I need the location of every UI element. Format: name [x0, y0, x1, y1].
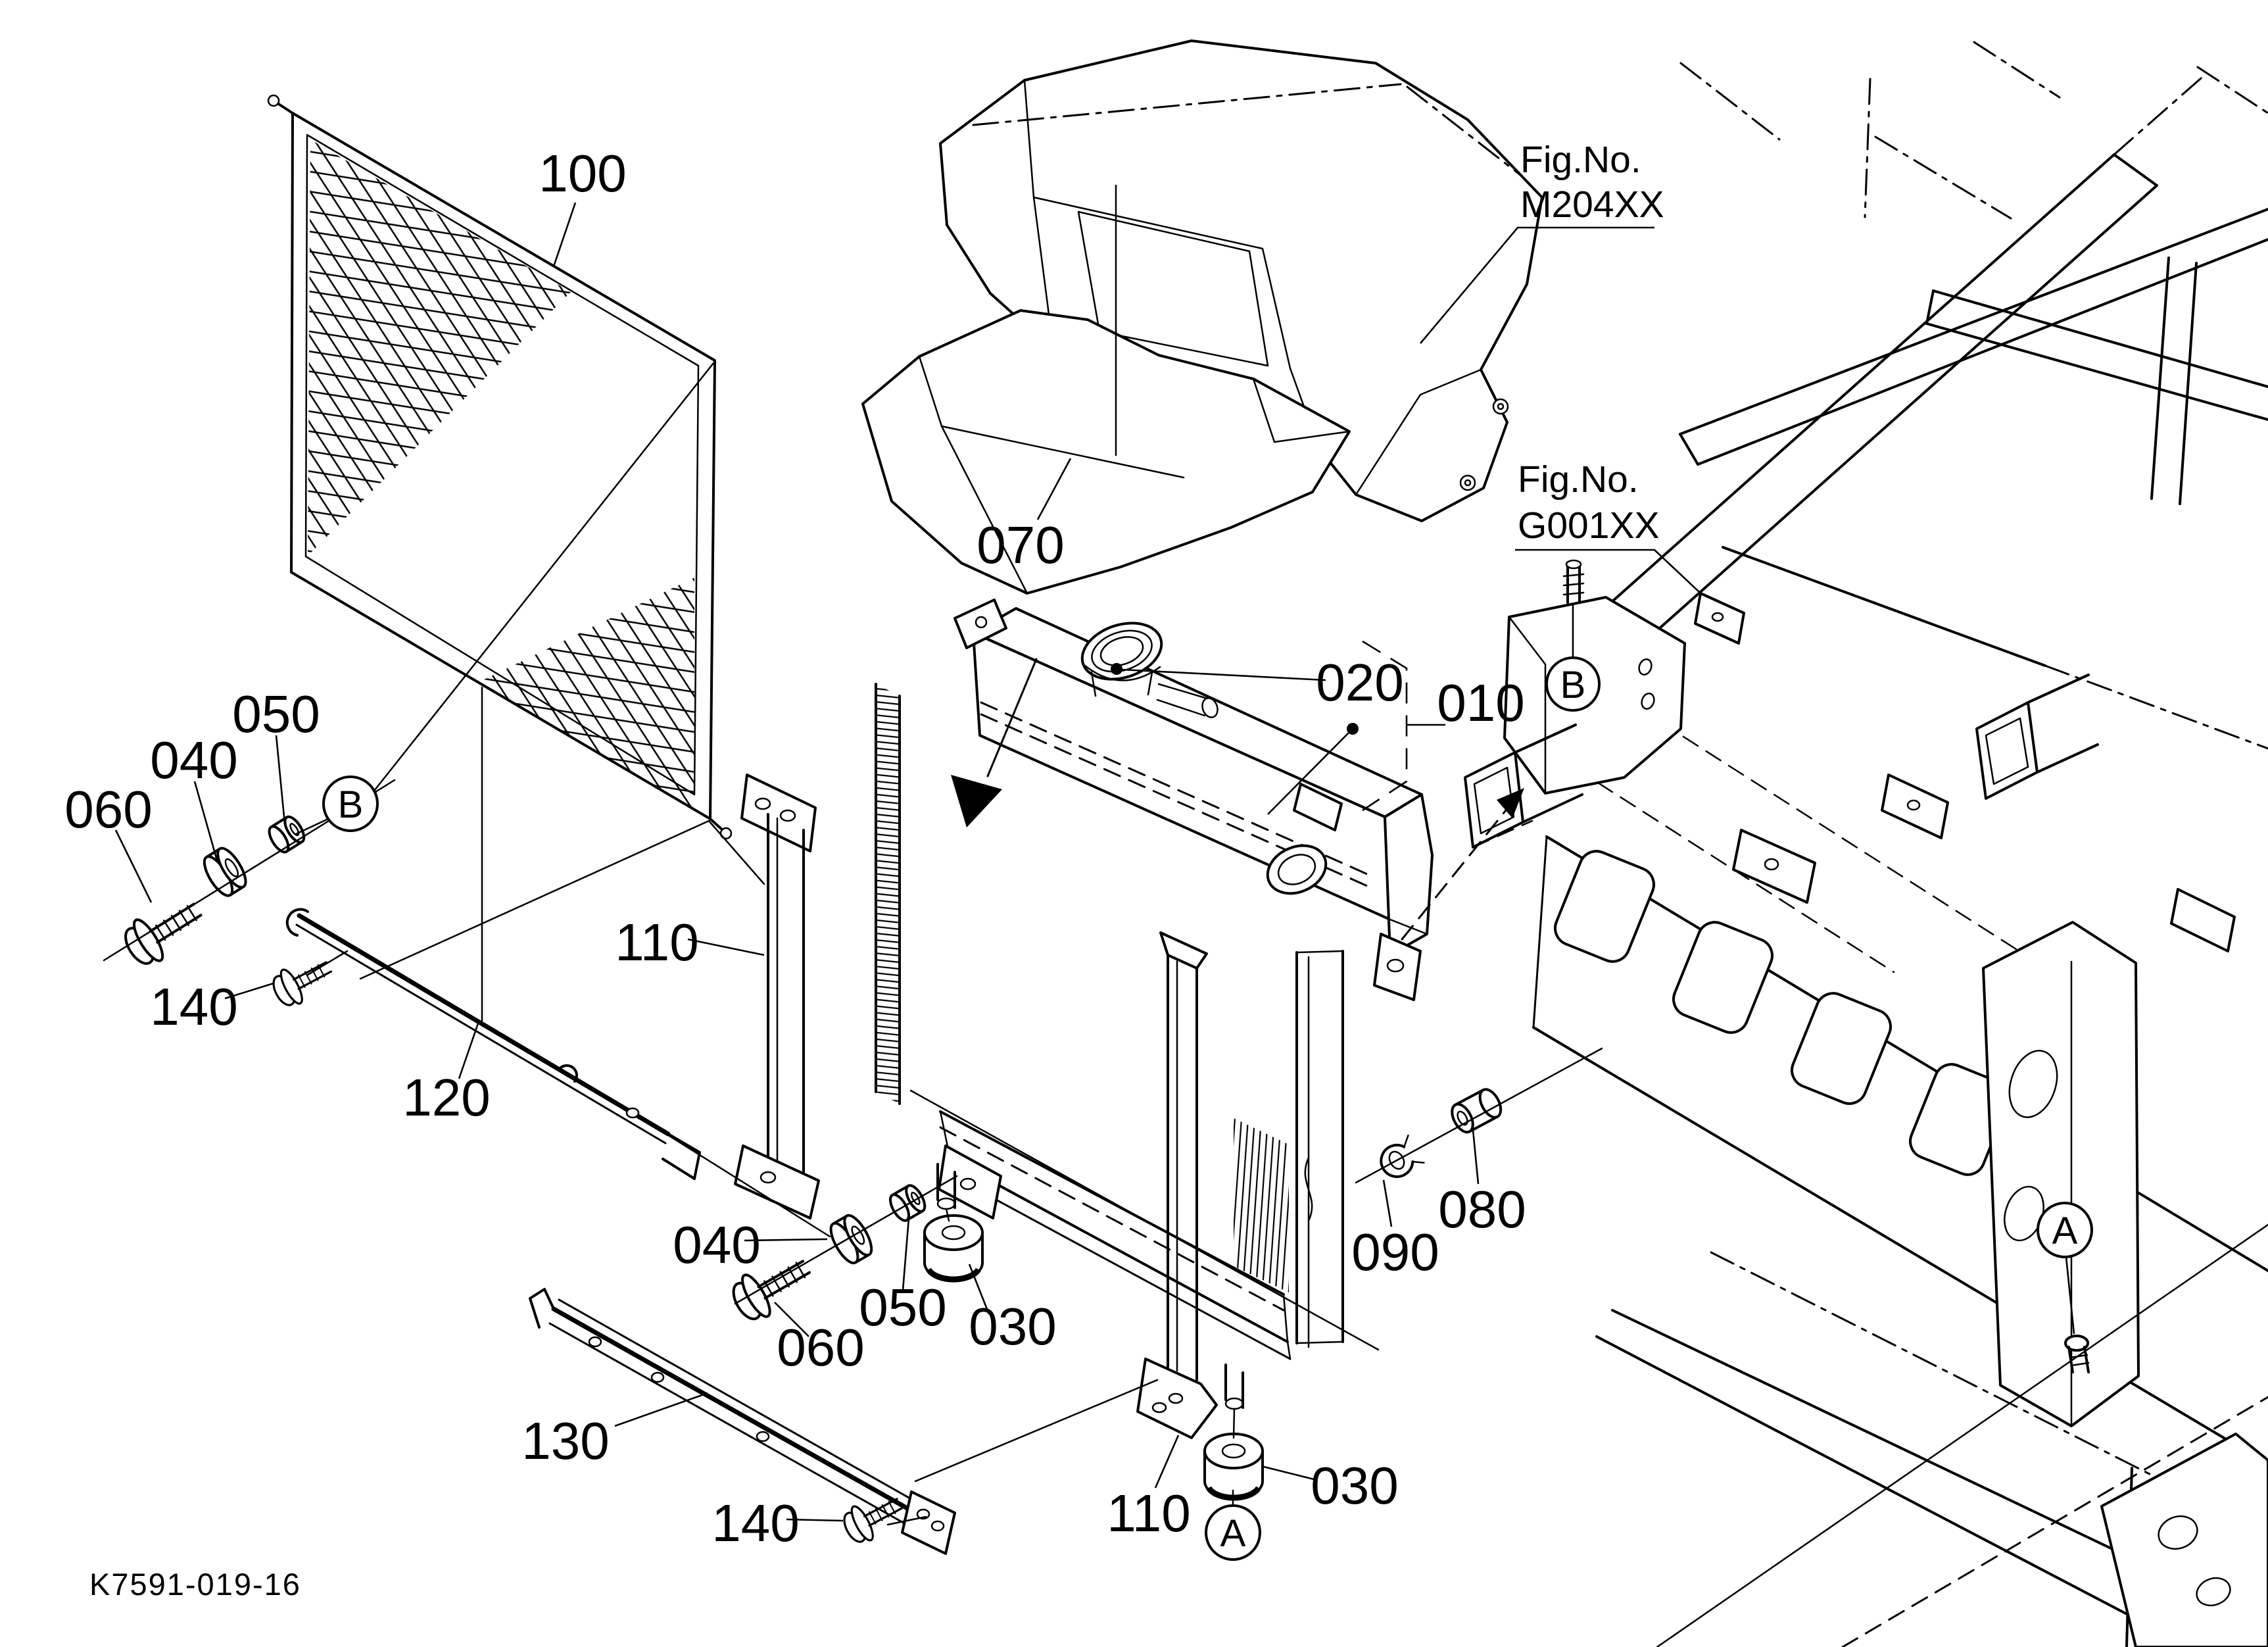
part-label-030-rear: 030	[1311, 1456, 1398, 1515]
fig-ref-line1: Fig.No.	[1518, 458, 1639, 501]
cushion-030-front	[923, 1214, 984, 1283]
part-label-030-front: 030	[969, 1297, 1056, 1356]
bracket-end-tab	[901, 1490, 956, 1555]
lower-cover-070	[861, 184, 1351, 595]
stay-rear-110	[1136, 931, 1218, 1439]
fig-ref-line1: Fig.No.	[1520, 139, 1641, 181]
ref-letter-a: A	[1220, 1512, 1246, 1555]
radiator-assembly-010	[875, 599, 1434, 1410]
radiator-fins-left	[876, 684, 900, 1104]
bushing-080	[1451, 1088, 1503, 1134]
part-label-110-front: 110	[615, 913, 699, 971]
callout-dot-020	[1111, 663, 1122, 675]
part-label-040-bottom: 040	[673, 1216, 760, 1274]
strap-120	[285, 908, 701, 1180]
bolt-060-bottom	[732, 1260, 811, 1321]
stay-front-110	[734, 774, 820, 1219]
collar-050-bottom	[889, 1184, 927, 1222]
fig-ref-m204: Fig.No. M204XX	[1420, 139, 1664, 344]
bolt-140-left	[272, 961, 333, 1006]
strap-hook-end	[285, 908, 309, 937]
ref-letter-a: A	[2052, 1210, 2078, 1252]
cover-flange-hole	[1459, 474, 1476, 491]
part-label-120: 120	[402, 1068, 490, 1127]
frame-tower	[1982, 921, 2140, 1427]
part-label-050-left: 050	[232, 685, 320, 743]
part-label-020: 020	[1316, 653, 1403, 712]
part-label-140-bottom: 140	[712, 1494, 799, 1552]
drawing-code: K7591-019-16	[89, 1567, 301, 1602]
part-label-110-rear: 110	[1107, 1484, 1191, 1542]
overflow-spout	[1201, 697, 1218, 718]
part-label-050-bottom: 050	[859, 1278, 946, 1337]
fig-ref-g001: Fig.No. G001XX	[1515, 458, 1700, 593]
bolt-140-bottom	[843, 1498, 904, 1543]
ref-circle-b-left: B	[322, 775, 379, 832]
part-label-130: 130	[521, 1412, 609, 1470]
part-label-040-left: 040	[150, 731, 237, 789]
fig-ref-line2: G001XX	[1518, 504, 1659, 547]
overflow-hose	[1304, 1156, 1313, 1222]
ref-circle-b-right: B	[1545, 656, 1601, 712]
part-label-060-left: 060	[64, 780, 152, 839]
part-labels: 100 070 020 010 050 040 060 140 120 110 …	[64, 144, 1526, 1552]
radiator-fins-right	[1234, 1118, 1289, 1292]
screen-panel-100	[267, 94, 733, 840]
ref-letter-b: B	[338, 783, 364, 826]
assembly-arrowhead	[1497, 788, 1524, 818]
part-label-080: 080	[1438, 1180, 1526, 1239]
chassis-frame	[1464, 41, 2268, 1647]
callout-leaders	[114, 202, 2075, 1522]
ref-letter-b: B	[1560, 664, 1586, 706]
cushion-030-rear	[1203, 1433, 1264, 1501]
part-label-060-bottom: 060	[777, 1318, 864, 1377]
part-label-070: 070	[977, 516, 1064, 574]
radiator-cap-020	[1080, 622, 1163, 681]
fig-ref-line2: M204XX	[1520, 184, 1664, 226]
direction-arrow	[951, 775, 1002, 827]
ref-circle-a-bottom: A	[1205, 1504, 1261, 1561]
part-label-100: 100	[539, 144, 626, 203]
washer-040-bottom	[829, 1214, 873, 1265]
part-label-140-left: 140	[150, 977, 237, 1036]
part-label-090: 090	[1351, 1223, 1439, 1281]
part-label-010: 010	[1437, 674, 1524, 732]
cover-flange-hole	[1492, 398, 1509, 415]
ref-circle-a-right: A	[2037, 1202, 2093, 1258]
lower-bracket-130	[529, 1288, 956, 1555]
